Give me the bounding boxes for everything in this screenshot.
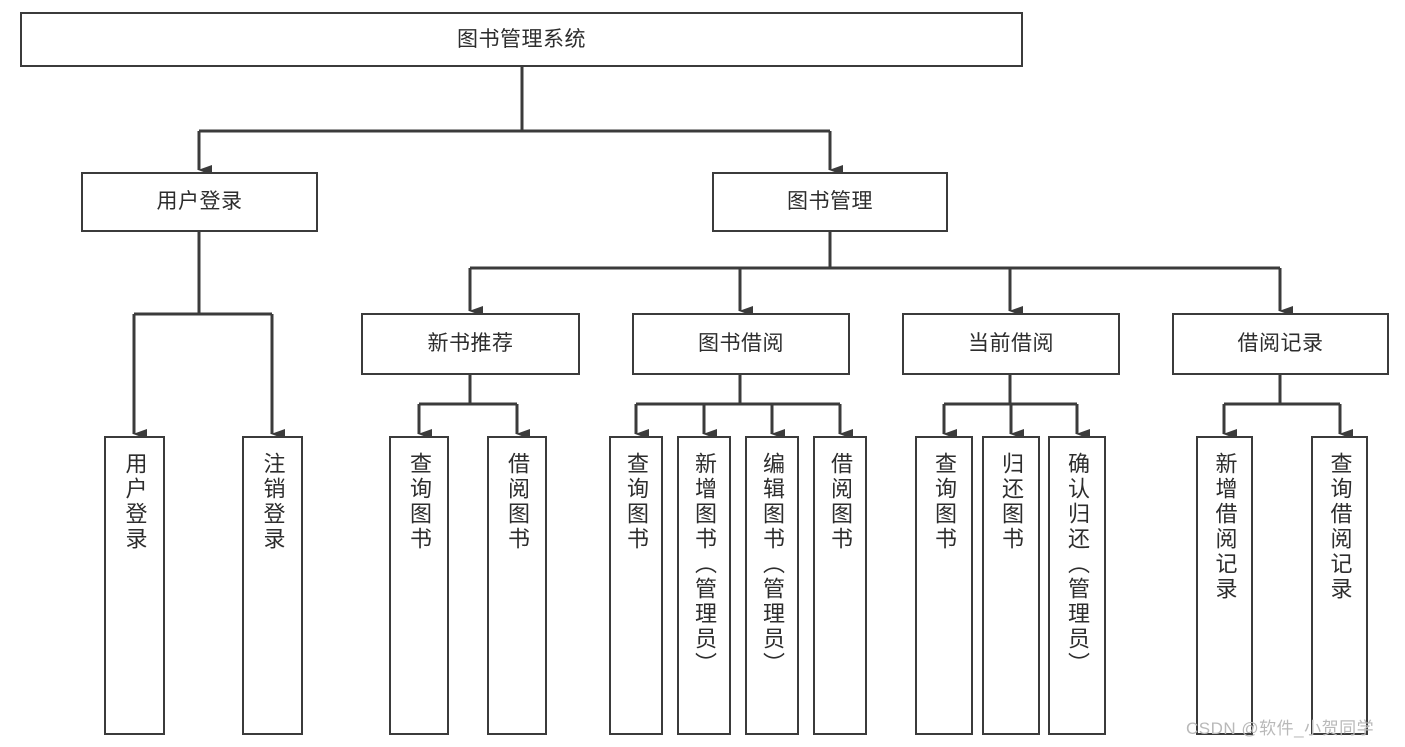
node-current-borrow[interactable]: 当前借阅 bbox=[902, 313, 1120, 375]
node-book-borrow[interactable]: 图书借阅 bbox=[632, 313, 850, 375]
node-book-management-label: 图书管理 bbox=[787, 190, 873, 214]
leaf-nb-query-book-label: 查询图书 bbox=[407, 452, 432, 552]
node-borrow-record[interactable]: 借阅记录 bbox=[1172, 313, 1389, 375]
node-user-login[interactable]: 用户登录 bbox=[81, 172, 318, 232]
node-book-borrow-label: 图书借阅 bbox=[698, 332, 784, 356]
leaf-nb-query-book[interactable]: 查询图书 bbox=[389, 436, 449, 735]
leaf-cb-confirm-return[interactable]: 确认归还（管理员） bbox=[1048, 436, 1106, 735]
leaf-cb-query-book[interactable]: 查询图书 bbox=[915, 436, 973, 735]
leaf-br-query-record-label: 查询借阅记录 bbox=[1327, 452, 1353, 602]
leaf-cb-return-book[interactable]: 归还图书 bbox=[982, 436, 1040, 735]
leaf-nb-borrow-book-label: 借阅图书 bbox=[505, 452, 530, 552]
leaf-br-add-record-label: 新增借阅记录 bbox=[1212, 452, 1238, 602]
leaf-nb-borrow-book[interactable]: 借阅图书 bbox=[487, 436, 547, 735]
node-borrow-record-label: 借阅记录 bbox=[1237, 332, 1324, 356]
leaf-logout-label: 注销登录 bbox=[260, 452, 286, 552]
node-new-book-recommend-label: 新书推荐 bbox=[427, 332, 514, 356]
node-current-borrow-label: 当前借阅 bbox=[968, 332, 1054, 356]
leaf-cb-return-book-label: 归还图书 bbox=[999, 452, 1024, 552]
leaf-user-login[interactable]: 用户登录 bbox=[104, 436, 165, 735]
leaf-br-add-record[interactable]: 新增借阅记录 bbox=[1196, 436, 1253, 735]
leaf-bb-query-book[interactable]: 查询图书 bbox=[609, 436, 663, 735]
node-book-management[interactable]: 图书管理 bbox=[712, 172, 948, 232]
node-root[interactable]: 图书管理系统 bbox=[20, 12, 1023, 67]
leaf-bb-edit-book[interactable]: 编辑图书（管理员） bbox=[745, 436, 799, 735]
leaf-logout[interactable]: 注销登录 bbox=[242, 436, 303, 735]
watermark: CSDN @软件_小贺同学 bbox=[1186, 719, 1375, 738]
leaf-bb-add-book[interactable]: 新增图书（管理员） bbox=[677, 436, 731, 735]
node-new-book-recommend[interactable]: 新书推荐 bbox=[361, 313, 580, 375]
leaf-bb-add-book-label: 新增图书（管理员） bbox=[692, 452, 717, 677]
node-user-login-label: 用户登录 bbox=[156, 190, 243, 214]
node-root-label: 图书管理系统 bbox=[457, 27, 586, 51]
leaf-cb-query-book-label: 查询图书 bbox=[932, 452, 957, 552]
leaf-user-login-label: 用户登录 bbox=[122, 452, 148, 552]
leaf-bb-borrow-book[interactable]: 借阅图书 bbox=[813, 436, 867, 735]
leaf-bb-edit-book-label: 编辑图书（管理员） bbox=[760, 452, 785, 677]
leaf-cb-confirm-return-label: 确认归还（管理员） bbox=[1065, 452, 1090, 677]
leaf-bb-query-book-label: 查询图书 bbox=[624, 452, 649, 552]
leaf-br-query-record[interactable]: 查询借阅记录 bbox=[1311, 436, 1368, 735]
leaf-bb-borrow-book-label: 借阅图书 bbox=[828, 452, 853, 552]
